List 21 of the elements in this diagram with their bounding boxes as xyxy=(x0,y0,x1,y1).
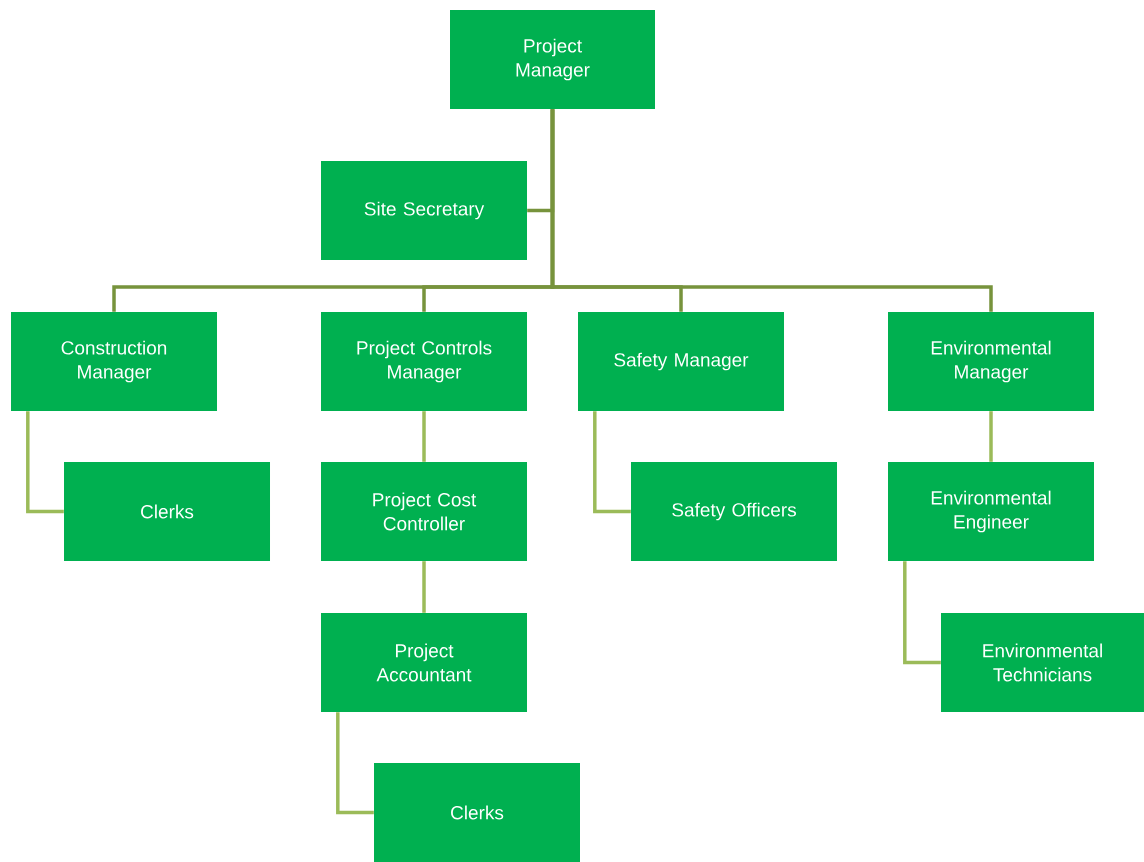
org-box: Construction Manager xyxy=(11,312,217,411)
org-box: Project Accountant xyxy=(321,613,527,712)
connector-line xyxy=(593,411,631,514)
connector-line xyxy=(336,712,374,815)
org-box: Clerks xyxy=(64,462,270,561)
org-box: Project Cost Controller xyxy=(321,462,527,561)
connector-line xyxy=(989,411,993,462)
org-box: Environmental Engineer xyxy=(888,462,1094,561)
connector-line xyxy=(903,561,941,665)
org-box: Site Secretary xyxy=(321,161,527,260)
connector-line xyxy=(26,411,64,514)
org-box: Project Controls Manager xyxy=(321,312,527,411)
connector-line xyxy=(422,561,426,613)
org-box: Clerks xyxy=(374,763,580,862)
connector-line xyxy=(550,109,993,312)
org-box: Environmental Manager xyxy=(888,312,1094,411)
org-box: Project Manager xyxy=(450,10,655,109)
connector-line xyxy=(422,411,426,462)
org-box: Safety Manager xyxy=(578,312,784,411)
org-box: Environmental Technicians xyxy=(941,613,1144,712)
org-box: Safety Officers xyxy=(631,462,837,561)
